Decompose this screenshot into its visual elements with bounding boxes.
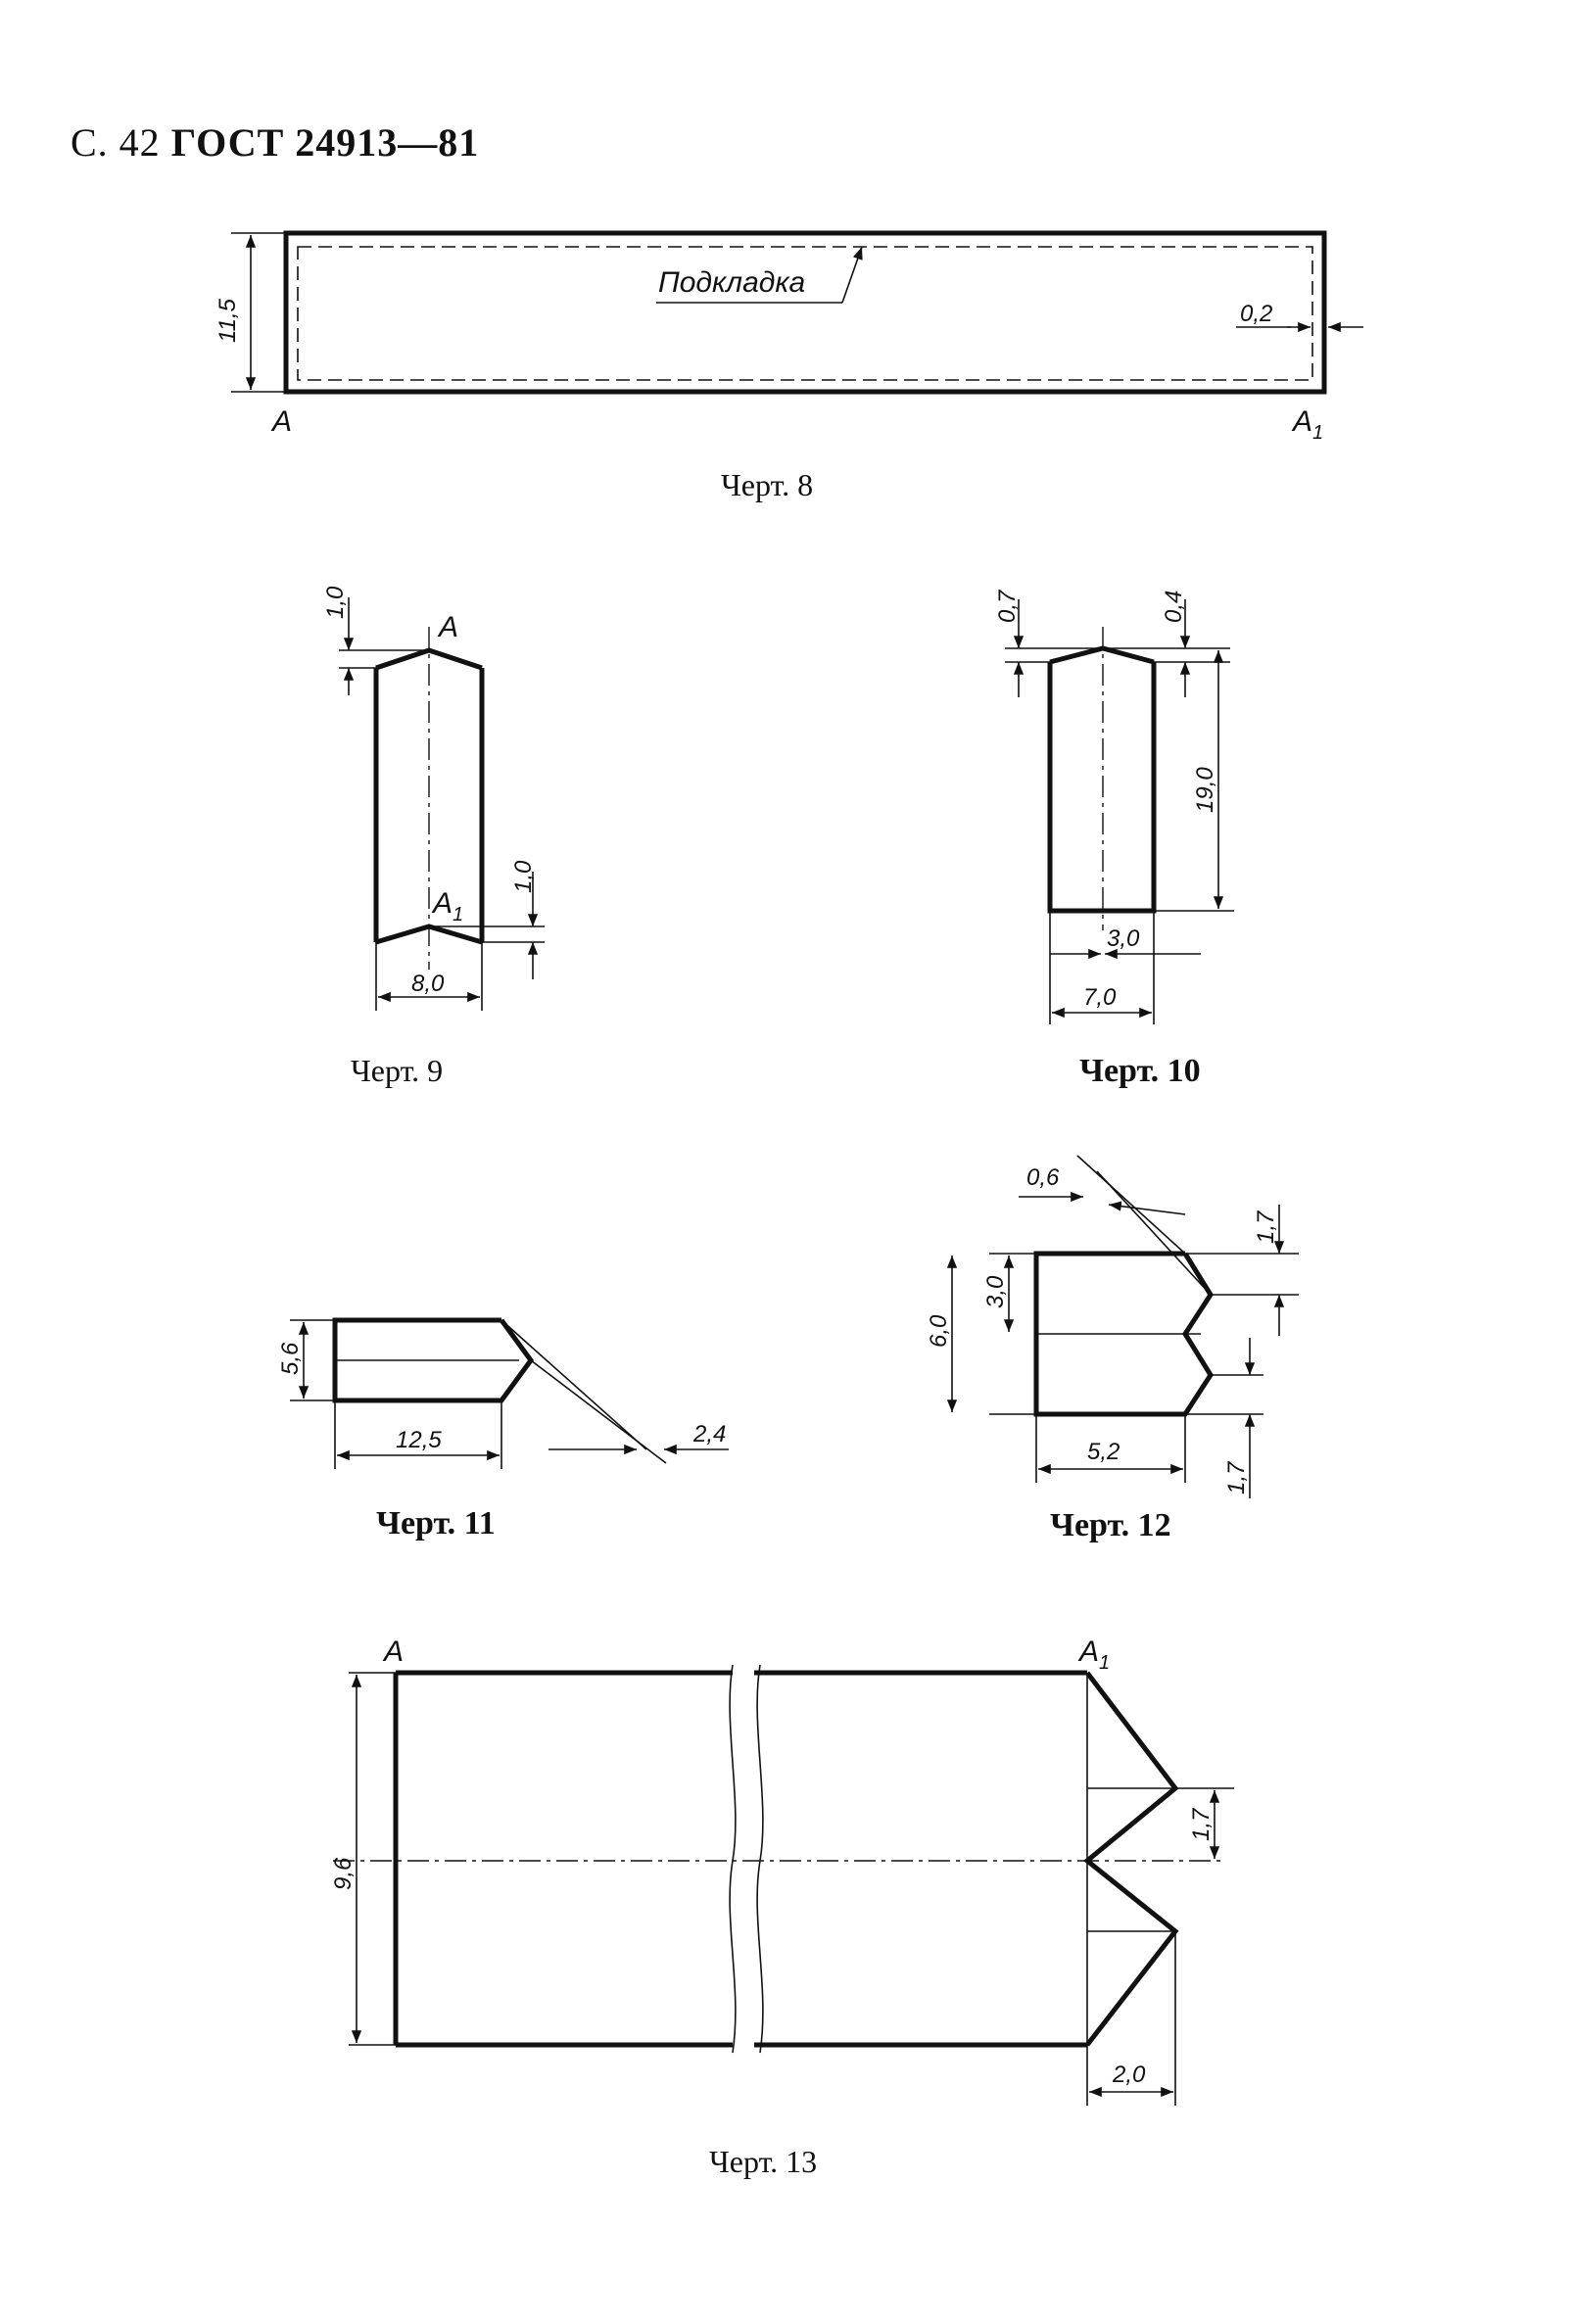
- fig10-height-dim: 19,0: [1192, 767, 1218, 813]
- fig13-point-a1: А1: [1077, 1636, 1110, 1674]
- page-number: С. 42: [71, 120, 161, 165]
- fig13-caption: Черт. 13: [709, 2144, 817, 2179]
- fig13-point-edge: [1083, 1671, 1179, 2047]
- fig11-point-dim: 2,4: [692, 1421, 726, 1447]
- fig10-half-dim: 3,0: [1107, 925, 1140, 952]
- fig12-top-dim: 0,6: [1026, 1164, 1060, 1191]
- figure-8: 11,5 Подкладка 0,2 А А1 Черт. 8: [214, 230, 1363, 502]
- figure-10: 0,7 0,4 19,0 3,0 7,0 Черт. 10: [994, 589, 1234, 1089]
- fig8-lining-label: Подкладка: [658, 266, 805, 299]
- fig10-top-right-dim: 0,4: [1161, 591, 1187, 623]
- fig8-leader: [841, 246, 863, 304]
- fig12-height-dim: 6,0: [926, 1314, 952, 1348]
- fig12-width-dim: 5,2: [1087, 1439, 1120, 1465]
- fig8-point-a: А: [270, 405, 292, 438]
- fig12-half-dim: 3,0: [982, 1275, 1009, 1308]
- fig8-height-dim: 11,5: [214, 298, 241, 343]
- fig11-length-dim: 12,5: [396, 1427, 442, 1453]
- page-header: С. 42 ГОСТ 24913—81: [71, 119, 479, 166]
- fig9-point-a: А: [437, 611, 458, 643]
- fig9-bottom-dim: 1,0: [510, 860, 537, 893]
- standard-number: ГОСТ 24913—81: [170, 120, 480, 165]
- fig9-caption: Черт. 9: [351, 1053, 443, 1088]
- fig11-height-dim: 5,6: [277, 1342, 304, 1375]
- fig8-margin-dim: 0,2: [1240, 301, 1272, 327]
- fig8-point-a1: А1: [1291, 405, 1323, 444]
- fig10-top-point: [1049, 645, 1155, 665]
- fig9-top-dim: 1,0: [322, 586, 349, 619]
- fig8-outline: [283, 230, 1327, 395]
- fig11-caption: Черт. 11: [376, 1505, 496, 1541]
- fig13-point-a: А: [382, 1636, 404, 1668]
- fig11-outline: [332, 1317, 535, 1403]
- fig12-caption: Черт. 12: [1050, 1507, 1171, 1543]
- figure-11: 5,6 12,5 2,4 Черт. 11: [277, 1317, 729, 1541]
- fig12-right-bottom-dim: 1,7: [1223, 1460, 1250, 1494]
- fig10-top-left-dim: 0,7: [994, 589, 1021, 623]
- fig13-height-dim: 9,6: [330, 1857, 357, 1890]
- fig13-notch-dim: 1,7: [1188, 1807, 1215, 1841]
- fig10-caption: Черт. 10: [1079, 1053, 1201, 1089]
- fig8-caption: Черт. 8: [721, 467, 813, 502]
- fig13-depth-dim: 2,0: [1112, 2062, 1146, 2088]
- fig13-break-right: [756, 1664, 764, 2054]
- figure-9: 1,0 1,0 8,0 А А1 Черт. 9: [322, 586, 545, 1088]
- figure-12: 6,0 3,0 5,2 0,6 1,7 1,7 Черт. 12: [926, 1155, 1299, 1543]
- fig13-break-left: [729, 1664, 737, 2054]
- fig12-outline: [1033, 1251, 1214, 1417]
- fig10-width-dim: 7,0: [1083, 984, 1117, 1011]
- figure-13: 9,6 1,7 2,0 А А1 Черт. 13: [330, 1636, 1234, 2179]
- fig9-width-dim: 8,0: [411, 971, 445, 997]
- fig12-right-top-dim: 1,7: [1253, 1209, 1279, 1244]
- fig8-lining-line: [297, 246, 1313, 381]
- fig9-point-a1: А1: [431, 887, 463, 925]
